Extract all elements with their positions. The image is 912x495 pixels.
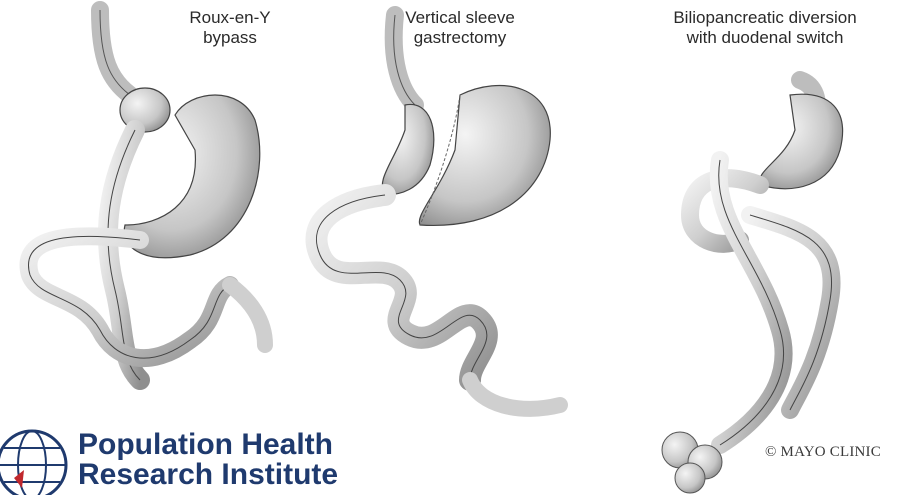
copyright-notice: © MAYO CLINIC [765,444,881,461]
sleeve-label-line2: gastrectomy [360,28,560,48]
roux-en-y-label-line2: bypass [150,28,310,48]
roux-en-y-label: Roux-en-Y bypass [150,8,310,48]
roux-en-y-illustration [28,10,265,380]
logo-line2: Research Institute [78,460,338,490]
bpd-label: Biliopancreatic diversion with duodenal … [630,8,900,48]
logo-line1: Population Health [78,430,338,460]
sleeve-label-line1: Vertical sleeve [360,8,560,28]
bpd-label-line2: with duodenal switch [630,28,900,48]
bpd-label-line1: Biliopancreatic diversion [630,8,900,28]
bpd-ds-illustration [662,80,843,493]
institute-logo-text: Population Health Research Institute [78,430,338,490]
sleeve-label: Vertical sleeve gastrectomy [360,8,560,48]
globe-icon [0,431,66,495]
sleeve-illustration [316,15,560,409]
roux-en-y-label-line1: Roux-en-Y [150,8,310,28]
